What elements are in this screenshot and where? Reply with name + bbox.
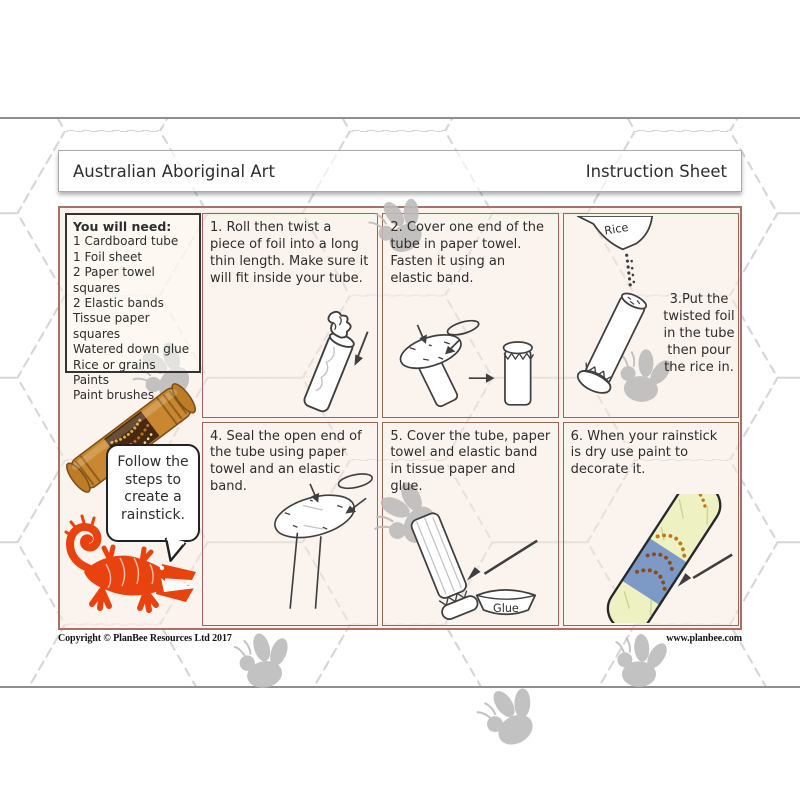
step-panel-2: 2. Cover one end of the tube in paper to… (382, 213, 559, 418)
step1-illustration (303, 310, 369, 412)
step-panel-5: 5. Cover the tube, paper towel and elast… (382, 421, 559, 626)
step4-illustration (274, 472, 374, 609)
materials-item: Tissue paper squares (73, 311, 150, 341)
footer-copyright: Copyright © PlanBee Resources Ltd 2017 (58, 633, 232, 644)
content-box: You will need: 1 Cardboard tube 1 Foil s… (58, 206, 742, 630)
materials-item: 2 Elastic bands (73, 296, 164, 311)
materials-item: 1 Foil sheet (73, 249, 143, 264)
materials-item: 1 Cardboard tube (73, 234, 179, 249)
step-panels-grid: 1. Roll then twist a piece of foil into … (202, 213, 739, 626)
materials-box: You will need: 1 Cardboard tube 1 Foil s… (65, 213, 201, 402)
step-panel-3: Rice (562, 213, 739, 418)
materials-item: Rice or grains (73, 357, 156, 372)
sheet-label: Instruction Sheet (585, 161, 727, 181)
header-bar: Australian Aboriginal Art Instruction Sh… (58, 150, 742, 192)
step-panel-4: 4. Seal the open end of the tube using p… (202, 421, 379, 626)
materials-item: Paints (73, 373, 109, 388)
speech-bubble: Follow the steps to create a rainstick. (106, 444, 200, 542)
step6-illustration (599, 494, 733, 623)
step-text: 3.Put the twisted foil in the tube then … (663, 292, 735, 375)
glue-label: Glue (493, 602, 519, 615)
step-panel-1: 1. Roll then twist a piece of foil into … (202, 213, 379, 418)
instruction-sheet-photo: Australian Aboriginal Art Instruction Sh… (0, 117, 800, 700)
crocodile-illustration (64, 514, 196, 613)
step-text: 4. Seal the open end of the tube using p… (210, 428, 362, 495)
materials-heading: You will need: (73, 219, 172, 234)
step3-illustration: Rice (576, 216, 653, 394)
footer-website: www.planbee.com (666, 633, 742, 644)
step2-illustration (400, 319, 535, 407)
step5-illustration: Glue (411, 512, 539, 621)
step-text: 6. When your rainstick is dry use paint … (570, 428, 718, 478)
materials-item: 2 Paper towel squares (73, 265, 155, 295)
materials-item: Paint brushes (73, 388, 155, 403)
step-text: 1. Roll then twist a piece of foil into … (210, 220, 369, 286)
step-text: 2. Cover one end of the tube in paper to… (390, 220, 545, 286)
speech-bubble-tail (164, 537, 187, 562)
rice-label: Rice (603, 221, 629, 238)
page-title: Australian Aboriginal Art (73, 161, 275, 181)
materials-item: Watered down glue (73, 342, 190, 357)
step-text: 5. Cover the tube, paper towel and elast… (390, 428, 551, 495)
bee-icon (472, 681, 542, 756)
step-panel-6: 6. When your rainstick is dry use paint … (562, 421, 739, 626)
bee-icon (227, 626, 293, 697)
